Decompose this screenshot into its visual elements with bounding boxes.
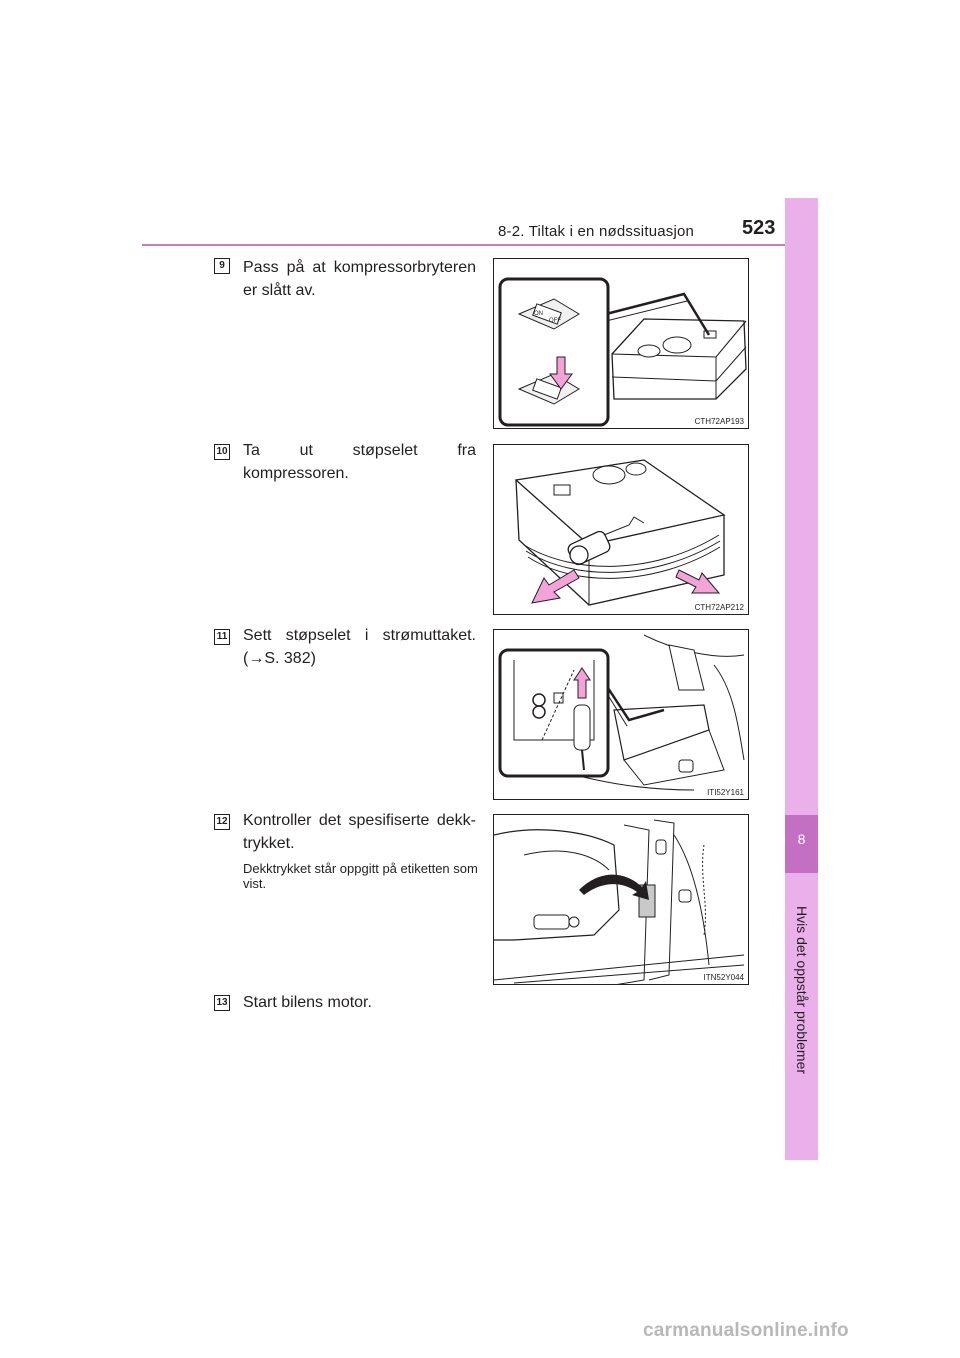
figure-code: ITI52Y161 bbox=[707, 788, 744, 797]
power-outlet-illustration bbox=[498, 634, 745, 791]
figure-code: ITN52Y044 bbox=[703, 973, 744, 982]
section-title: 8-2. Tiltak i en nødssituasjon bbox=[498, 223, 695, 240]
header-divider bbox=[142, 244, 818, 246]
step-text: Pass på at kompressorbryteren er slått a… bbox=[243, 259, 476, 299]
step-text: Start bilens motor. bbox=[243, 994, 372, 1011]
step-number-badge: 13 bbox=[214, 995, 230, 1011]
step-text: Sett støpselet i strømuttaket. (→S. 382) bbox=[243, 627, 476, 667]
chapter-side-tab bbox=[785, 198, 818, 1160]
chapter-number-box bbox=[785, 815, 818, 873]
switch-off-label: OFF bbox=[549, 318, 561, 324]
figure-code: CTH72AP212 bbox=[694, 603, 744, 612]
figure-tire-pressure-label: ITN52Y044 bbox=[493, 814, 749, 985]
figure-code: CTH72AP193 bbox=[694, 417, 744, 426]
step-text: Kontroller det spesifiserte dekk-trykket… bbox=[243, 812, 476, 852]
compressor-switch-illustration: ON OFF bbox=[498, 277, 747, 427]
figure-compressor-switch: ON OFF CTH72AP193 bbox=[493, 258, 749, 429]
unplug-illustration bbox=[514, 459, 726, 606]
tire-label-illustration bbox=[494, 819, 745, 984]
figure-unplug-compressor: CTH72AP212 bbox=[493, 444, 749, 615]
chapter-number: 8 bbox=[797, 831, 806, 847]
step-number-badge: 11 bbox=[214, 629, 230, 645]
step-number-badge: 10 bbox=[214, 444, 230, 460]
chapter-title: Hvis det oppstår problemer bbox=[794, 905, 810, 1075]
step-note: Dekktrykket står oppgitt på etiketten so… bbox=[243, 861, 478, 891]
footer-watermark[interactable]: carmanualsonline.info bbox=[643, 1320, 849, 1341]
step-text: Ta ut støpselet fra kompressoren. bbox=[243, 442, 476, 482]
step-number-badge: 12 bbox=[214, 814, 230, 830]
page-number: 523 bbox=[742, 217, 776, 239]
step-number-badge: 9 bbox=[214, 258, 230, 274]
switch-on-label: ON bbox=[534, 311, 543, 317]
figure-power-outlet: ITI52Y161 bbox=[493, 629, 749, 800]
